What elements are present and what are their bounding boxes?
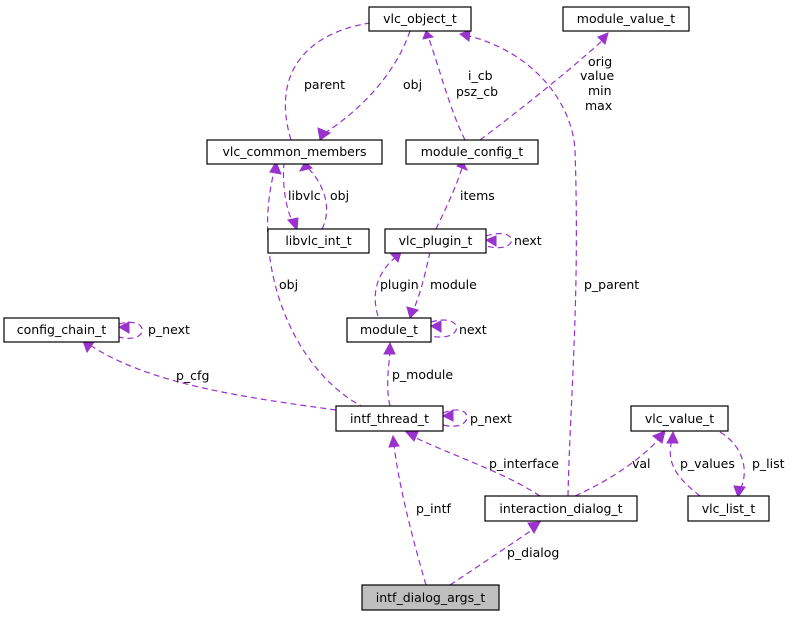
edge-label-psz-cb: psz_cb [456, 84, 498, 99]
edge-label-p-interface: p_interface [489, 456, 559, 471]
edge-label-p-parent: p_parent [584, 277, 639, 292]
edge-label-val: val [632, 456, 651, 471]
edge-label-orig: orig [588, 54, 612, 69]
node-label: interaction_dialog_t [499, 501, 622, 516]
edge-label-obj-common: obj [403, 77, 422, 92]
edge-libvlc-obj [299, 161, 328, 230]
edge-label-items: items [460, 188, 495, 203]
edge-label-p-next-intf: p_next [470, 411, 512, 426]
edge-list-p-values [666, 430, 701, 497]
edge-label-obj-libvlc: obj [330, 188, 349, 203]
edge-args-p-dialog [449, 521, 541, 586]
edge-label-p-cfg: p_cfg [176, 368, 209, 383]
edge-value-p-list [719, 431, 746, 499]
edge-label-p-dialog: p_dialog [507, 545, 559, 560]
edge-intf-p-next [441, 409, 468, 427]
edge-labels: parent obj i_cb psz_cb orig value min ma… [148, 54, 785, 560]
edge-label-libvlc: libvlc [288, 188, 321, 203]
node-label: intf_thread_t [350, 411, 429, 426]
edge-intf-p-module [383, 341, 396, 407]
edge-intf-obj [267, 160, 366, 409]
node-label: vlc_list_t [702, 501, 756, 516]
node-interaction-dialog-t[interactable]: interaction_dialog_t [484, 495, 638, 522]
node-vlc-value-t[interactable]: vlc_value_t [630, 405, 729, 432]
node-label: config_chain_t [17, 322, 107, 337]
edge-interaction-val [574, 430, 666, 497]
edge-label-module: module [430, 277, 477, 292]
edge-interaction-p-interface [404, 431, 541, 497]
edge-config-module-value [479, 32, 609, 141]
node-label: module_value_t [577, 11, 675, 26]
edge-label-plugin: plugin [380, 277, 419, 292]
edge-module-next [429, 319, 457, 338]
node-module-config-t[interactable]: module_config_t [405, 139, 539, 165]
edges [82, 16, 746, 586]
edge-label-value: value [580, 68, 614, 83]
edge-interaction-p-parent [459, 29, 577, 497]
node-label: vlc_plugin_t [399, 233, 473, 248]
node-config-chain-t[interactable]: config_chain_t [3, 317, 120, 343]
edge-label-p-values: p_values [680, 456, 735, 471]
node-vlc-common-members[interactable]: vlc_common_members [206, 139, 383, 165]
edge-common-libvlc [282, 161, 299, 232]
node-label: intf_dialog_args_t [376, 590, 486, 605]
edge-label-p-next-config: p_next [148, 322, 190, 337]
edge-intf-p-cfg [82, 340, 337, 411]
edge-label-p-module: p_module [392, 367, 453, 382]
edge-label-next-plugin: next [514, 233, 542, 248]
edge-object-obj [317, 30, 411, 141]
node-libvlc-int-t[interactable]: libvlc_int_t [267, 228, 370, 254]
edge-plugin-module [406, 251, 431, 319]
edge-plugin-next [484, 232, 512, 249]
node-label: module_t [360, 322, 418, 337]
node-intf-dialog-args-t[interactable]: intf_dialog_args_t [361, 584, 500, 611]
edge-label-p-list: p_list [752, 456, 785, 471]
edge-label-i-cb: i_cb [468, 68, 493, 83]
nodes: vlc_object_t module_value_t vlc_common_m… [3, 6, 770, 611]
node-label: vlc_value_t [645, 411, 714, 426]
node-intf-thread-t[interactable]: intf_thread_t [335, 405, 444, 432]
edge-args-p-intf [388, 434, 427, 586]
edge-config-object [422, 30, 466, 141]
node-label: libvlc_int_t [285, 233, 351, 248]
edge-label-obj-intf: obj [279, 277, 298, 292]
node-module-t[interactable]: module_t [346, 317, 432, 343]
node-vlc-object-t[interactable]: vlc_object_t [368, 6, 472, 32]
edge-label-p-intf: p_intf [416, 501, 451, 516]
node-vlc-list-t[interactable]: vlc_list_t [687, 495, 770, 522]
node-label: module_config_t [421, 144, 524, 159]
node-vlc-plugin-t[interactable]: vlc_plugin_t [384, 228, 487, 254]
edge-config-chain-p-next [117, 321, 143, 339]
edge-label-min: min [588, 83, 612, 98]
node-label: vlc_object_t [383, 11, 457, 26]
edge-label-next-module: next [459, 322, 487, 337]
edge-label-max: max [585, 98, 612, 113]
node-module-value-t[interactable]: module_value_t [562, 6, 690, 32]
edge-label-parent: parent [304, 77, 345, 92]
node-label: vlc_common_members [222, 144, 366, 159]
